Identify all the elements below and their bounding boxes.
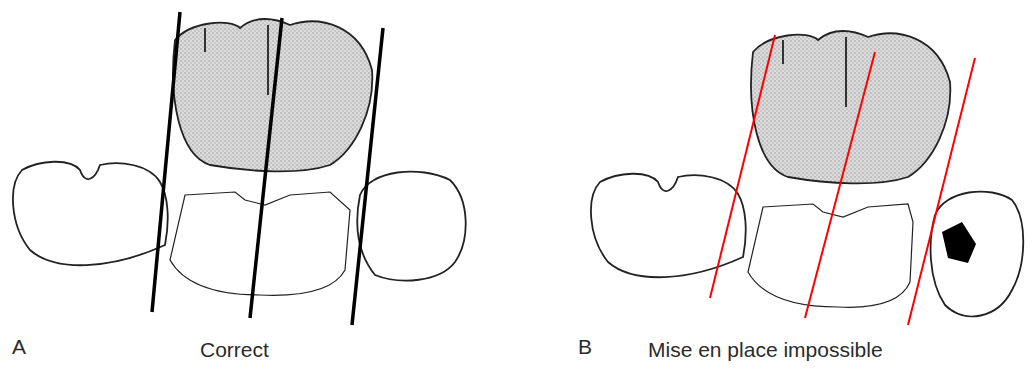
carious-tooth xyxy=(931,192,1024,317)
panel-caption: Mise en place impossible xyxy=(648,339,883,360)
panel-b-teeth xyxy=(591,31,950,307)
panel-caption: Correct xyxy=(200,339,269,360)
panel-a-teeth xyxy=(13,19,466,295)
wrong-axis-lines xyxy=(710,35,975,325)
insertion-axis-lines xyxy=(152,12,383,325)
panel-letter: A xyxy=(12,336,26,357)
caries xyxy=(942,222,976,263)
panel-letter: B xyxy=(578,336,592,357)
